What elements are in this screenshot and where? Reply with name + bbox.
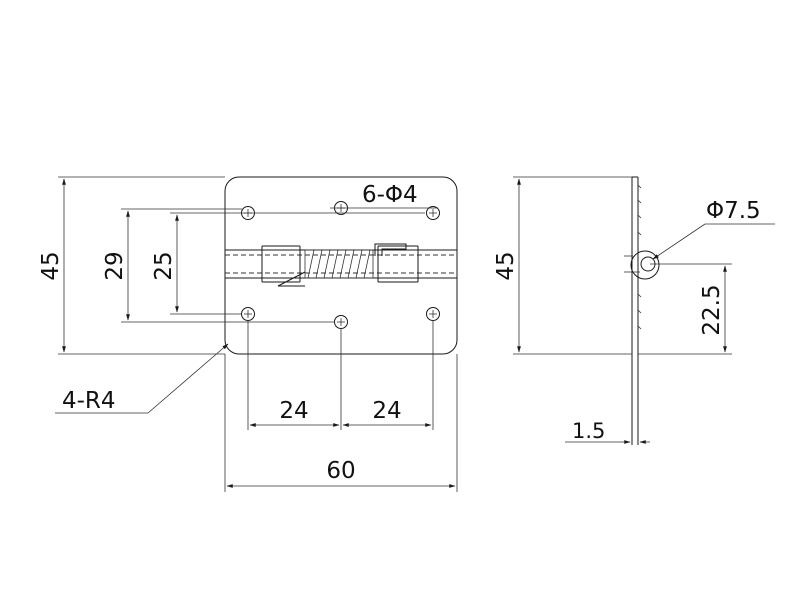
dim-side-height: 45 xyxy=(493,176,632,355)
dim-inner-hole-spacing-label: 25 xyxy=(151,251,177,280)
knuckle-band xyxy=(225,245,457,283)
dim-hole-pitch-left-label: 24 xyxy=(279,398,308,424)
torsion-spring xyxy=(277,243,407,287)
dim-outer-hole-spacing: 29 xyxy=(102,208,334,323)
side-plate xyxy=(631,176,642,445)
side-knuckle xyxy=(624,250,660,280)
callout-holes-label: 6-Φ4 xyxy=(362,182,418,208)
callout-corners: 4-R4 xyxy=(55,343,229,414)
callout-pin-diameter: Φ7.5 xyxy=(652,198,775,260)
dim-hole-pitch: 24 24 xyxy=(247,320,434,430)
hole-bottom-middle xyxy=(334,315,348,329)
dim-thickness: 1.5 xyxy=(565,419,650,444)
dim-inner-hole-spacing: 25 xyxy=(151,212,425,315)
dim-outer-hole-spacing-label: 29 xyxy=(102,251,128,280)
dim-hole-pitch-right-label: 24 xyxy=(372,398,401,424)
hinge-plate-outline xyxy=(224,176,458,355)
dim-front-width-label: 60 xyxy=(326,458,355,484)
hole-top-right xyxy=(426,206,440,220)
dim-thickness-label: 1.5 xyxy=(572,419,605,443)
dim-front-width: 60 xyxy=(224,354,458,492)
dim-side-height-label: 45 xyxy=(493,251,519,280)
dim-front-height-label: 45 xyxy=(38,251,64,280)
side-view: 45 22.5 Φ7.5 1.5 xyxy=(493,176,775,445)
callout-corners-label: 4-R4 xyxy=(62,388,116,414)
callout-pin-diameter-label: Φ7.5 xyxy=(706,198,761,224)
dim-front-height: 45 xyxy=(38,176,225,355)
mounting-holes xyxy=(241,201,440,329)
dim-pin-height: 22.5 xyxy=(638,263,732,355)
front-view: 45 29 25 24 24 xyxy=(38,176,458,492)
callout-holes: 6-Φ4 xyxy=(330,182,438,209)
dim-pin-height-label: 22.5 xyxy=(699,284,725,335)
hole-bottom-right xyxy=(426,307,440,321)
hole-bottom-left xyxy=(241,307,255,321)
